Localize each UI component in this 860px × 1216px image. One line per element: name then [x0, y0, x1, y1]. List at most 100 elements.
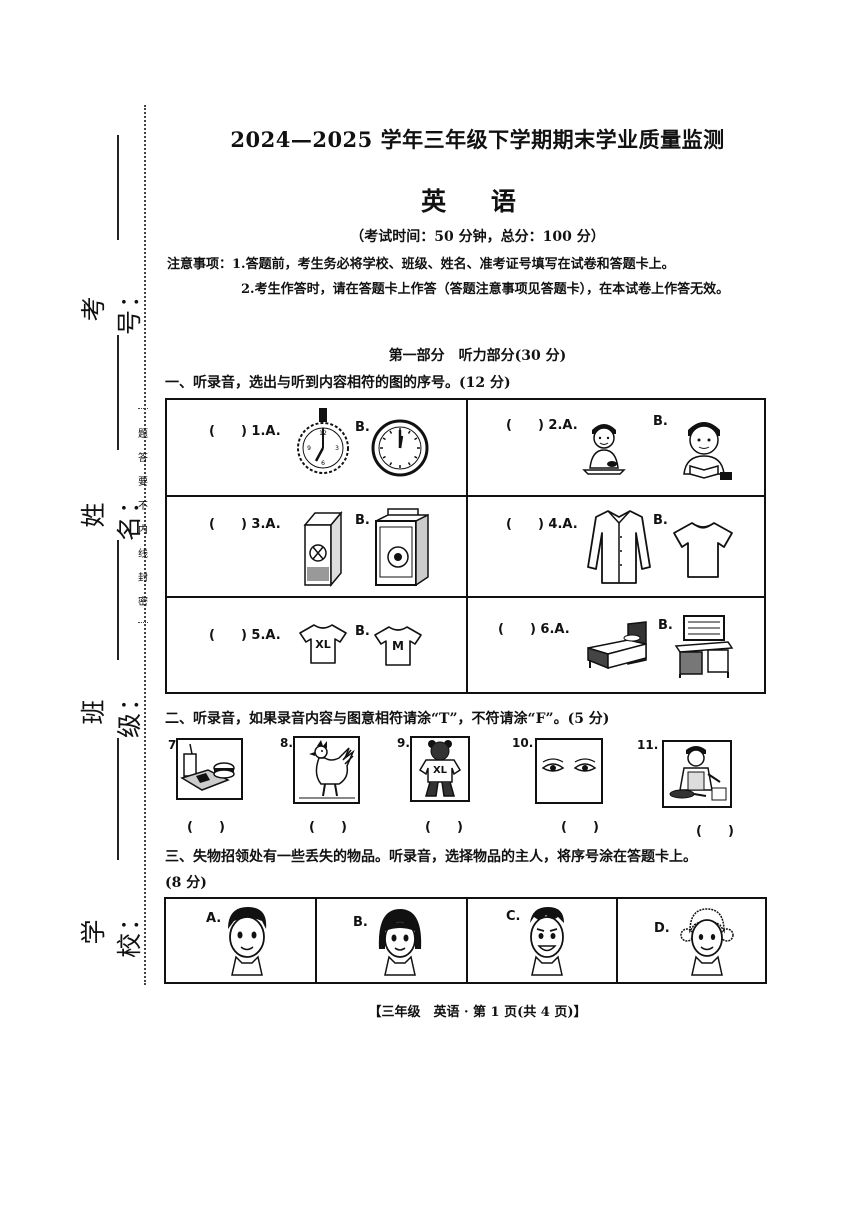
- item-8-picture: [293, 736, 360, 804]
- svg-text:9: 9: [307, 445, 311, 452]
- question-2-option-b[interactable]: B.: [653, 414, 668, 429]
- item-10-answer[interactable]: ( ): [561, 820, 599, 835]
- desk-chair-icon: [674, 615, 734, 678]
- exam-title: 2024—2025 学年三年级下学期期末学业质量监测: [230, 127, 725, 152]
- school-line: [117, 738, 119, 860]
- owner-d-letter: D.: [654, 921, 670, 936]
- item-11-answer[interactable]: ( ): [696, 824, 734, 839]
- owner-b-letter: B.: [353, 915, 368, 930]
- class-line: [117, 540, 119, 660]
- seal-char: 要: [138, 477, 148, 488]
- question-5-option-b[interactable]: B.: [355, 624, 370, 639]
- lost-and-found-owners: A. B. C. D.: [164, 897, 767, 984]
- boy-face-icon: [228, 907, 267, 976]
- bed-icon: [587, 621, 647, 670]
- clock-twelve-icon: [371, 419, 429, 477]
- question-1-label[interactable]: ( ) 1.A.: [209, 424, 281, 439]
- school-label: 学校：: [79, 904, 144, 959]
- item-8-number: 8.: [280, 736, 293, 750]
- page-footer: 【三年级 英语 · 第 1 页(共 4 页)】: [368, 1005, 587, 1020]
- question-grid: ( ) 1.A. 12 3 6 9 B.: [165, 398, 766, 694]
- long-sleeve-shirt-icon: [587, 510, 651, 584]
- seal-dash-bottom: [138, 622, 148, 623]
- owner-a-letter: A.: [206, 911, 222, 926]
- grid-divider: [466, 400, 468, 692]
- eyes-icon: [541, 758, 597, 772]
- item-9-number: 9.: [397, 736, 410, 750]
- notice-1: 注意事项：1.答题前，考生务必将学校、班级、姓名、准考证号填写在试卷和答题卡上。: [167, 257, 675, 272]
- item-8-answer[interactable]: ( ): [309, 820, 347, 835]
- food-tray-icon: [180, 743, 235, 791]
- item-10-number: 10.: [512, 736, 534, 750]
- t-shirt-icon: [673, 522, 733, 578]
- milk-carton-icon: [303, 511, 343, 588]
- owner-c-letter: C.: [506, 909, 521, 924]
- juice-box-icon: [375, 508, 429, 587]
- question-5-label[interactable]: ( ) 5.A.: [209, 628, 281, 643]
- seal-char: 内: [138, 525, 148, 536]
- bear-shirt-size: XL: [432, 765, 448, 776]
- t-shirt-size-m: M: [392, 639, 404, 653]
- question-3: ( ) 3.A. B.: [167, 497, 467, 596]
- t-shirt-xl-icon: XL: [297, 622, 349, 666]
- item-9-answer[interactable]: ( ): [425, 820, 463, 835]
- question-4-option-b[interactable]: B.: [653, 513, 668, 528]
- question-1: ( ) 1.A. 12 3 6 9 B.: [167, 400, 467, 499]
- owner-c[interactable]: C.: [468, 899, 618, 982]
- seal-char: 密: [138, 597, 148, 608]
- question-4: ( ) 4.A. B.: [468, 497, 768, 596]
- boy-reading-icon: [683, 422, 732, 480]
- seal-char: 题: [138, 429, 148, 440]
- seal-line: [144, 105, 146, 985]
- clock-seven-icon: 12 3 6 9: [297, 408, 349, 474]
- boy-sitting-icon: [582, 424, 626, 475]
- item-9-picture: XL: [410, 736, 470, 802]
- question-6-option-b[interactable]: B.: [658, 618, 673, 633]
- question-3-label[interactable]: ( ) 3.A.: [209, 517, 281, 532]
- t-shirt-m-icon: M: [372, 624, 424, 668]
- t-shirt-size-xl: XL: [315, 638, 331, 651]
- svg-text:6: 6: [321, 460, 325, 467]
- owner-b[interactable]: B.: [317, 899, 467, 982]
- grid-divider: [167, 596, 764, 598]
- section-3-score: (8 分): [165, 875, 207, 891]
- item-10-picture: [535, 738, 603, 804]
- owner-divider: [315, 899, 317, 982]
- owner-a[interactable]: A.: [166, 899, 316, 982]
- seal-char: 封: [138, 573, 148, 584]
- girl-face-icon: [378, 909, 422, 976]
- cooking-man-icon: [669, 746, 727, 801]
- svg-text:3: 3: [335, 445, 339, 452]
- item-11-number: 11.: [637, 738, 659, 752]
- class-label: 班级：: [79, 684, 144, 739]
- question-1-option-b[interactable]: B.: [355, 420, 370, 435]
- exam-number-label: 考号：: [79, 281, 144, 336]
- question-6-label[interactable]: ( ) 6.A.: [498, 622, 570, 637]
- question-5: ( ) 5.A. XL B. M: [167, 598, 467, 697]
- part-1-title: 第一部分 听力部分(30 分): [388, 348, 567, 364]
- question-6: ( ) 6.A. B.: [468, 598, 768, 697]
- seal-char: 不: [138, 501, 148, 512]
- question-2-label[interactable]: ( ) 2.A.: [506, 418, 578, 433]
- question-4-label[interactable]: ( ) 4.A.: [506, 517, 578, 532]
- seal-char: 答: [138, 453, 148, 464]
- name-line: [117, 335, 119, 450]
- exam-number-line: [117, 135, 119, 240]
- subject-title: 英 语: [421, 187, 534, 216]
- question-3-option-b[interactable]: B.: [355, 513, 370, 528]
- grid-divider: [167, 495, 764, 497]
- exam-info: （考试时间：50 分钟，总分：100 分）: [350, 229, 605, 245]
- question-2: ( ) 2.A. B.: [468, 400, 768, 499]
- item-7-answer[interactable]: ( ): [187, 820, 225, 835]
- section-2-title: 二、听录音，如果录音内容与图意相符请涂“T”，不符请涂“F”。(5 分): [165, 711, 610, 727]
- seal-warning: 题 答 要 不 内 线 封 密: [133, 423, 153, 615]
- girl-pigtails-face-icon: [680, 908, 734, 976]
- boy-smiling-face-icon: [530, 907, 564, 976]
- owner-divider: [466, 899, 468, 982]
- notice-2: 2.考生作答时，请在答题卡上作答（答题注意事项见答题卡），在本试卷上作答无效。: [241, 282, 730, 297]
- item-11-picture: [662, 740, 732, 808]
- seal-char: 线: [138, 549, 148, 560]
- item-7-picture: [176, 738, 243, 800]
- rooster-icon: [299, 740, 355, 799]
- owner-d[interactable]: D.: [618, 899, 768, 982]
